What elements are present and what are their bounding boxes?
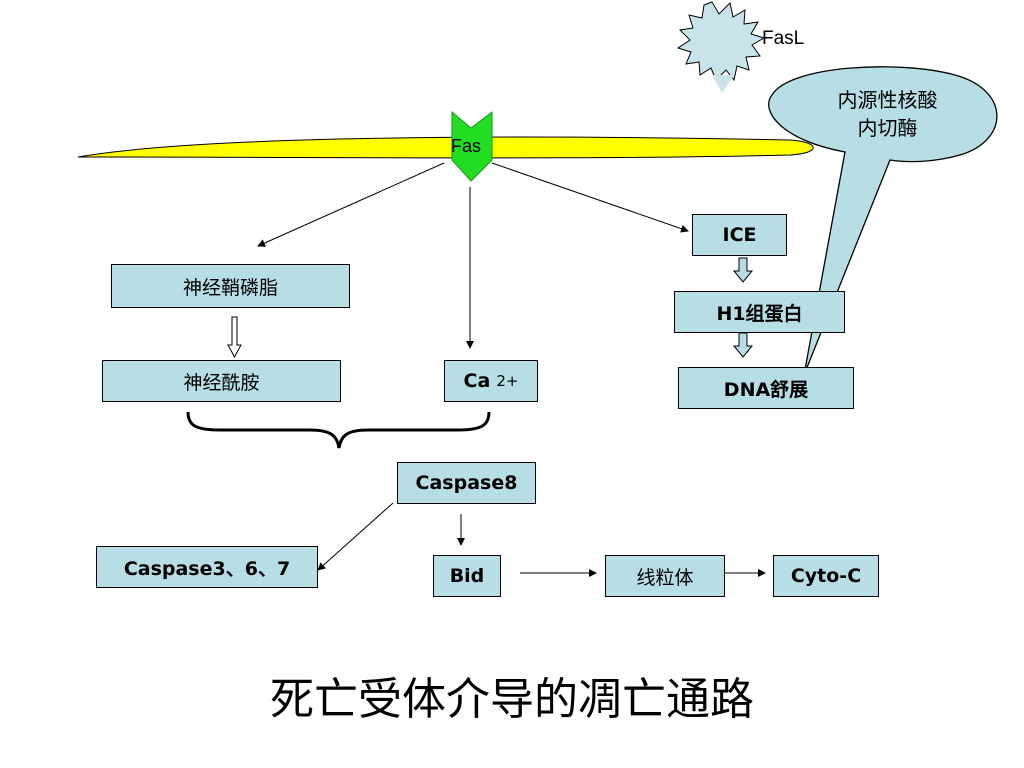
node-cytoc: Cyto-C xyxy=(773,555,879,597)
node-bid: Bid xyxy=(433,555,501,597)
fasl-label: FasL xyxy=(762,28,805,49)
calcium-symbol: Ca xyxy=(463,370,491,392)
node-caspase367: Caspase3、6、7 xyxy=(96,546,318,588)
calcium-charge: 2+ xyxy=(496,372,519,390)
diagram-title: 死亡受体介导的凋亡通路 xyxy=(270,674,754,725)
node-caspase8: Caspase8 xyxy=(397,462,536,504)
node-ceramide: 神经酰胺 xyxy=(102,360,341,402)
callout-text: 内源性核酸 内切酶 xyxy=(780,86,995,142)
callout-line-2: 内切酶 xyxy=(857,116,918,140)
node-sphingomyelin: 神经鞘磷脂 xyxy=(111,264,350,308)
fas-receptor-icon xyxy=(451,110,493,182)
callout-line-1: 内源性核酸 xyxy=(837,88,938,112)
node-calcium: Ca 2+ xyxy=(444,360,538,402)
cell-membrane xyxy=(77,136,814,159)
fasl-ligand-icon xyxy=(676,1,766,82)
h1-label: H1组蛋白 xyxy=(716,302,803,325)
merge-brace xyxy=(186,411,491,449)
node-dna-unwinding: DNA舒展 xyxy=(678,367,854,409)
fasl-stem xyxy=(712,75,734,93)
arrow-h1-to-dna xyxy=(732,332,754,358)
arrow-fas-to-ice xyxy=(491,162,689,233)
node-mitochondria: 线粒体 xyxy=(605,555,725,597)
node-h1-histone: H1组蛋白 xyxy=(674,291,845,333)
dna-label: DNA舒展 xyxy=(723,378,809,401)
arrow-sphingomyelin-to-ceramide xyxy=(227,316,242,359)
fas-label: Fas xyxy=(451,136,482,156)
arrow-ice-to-h1 xyxy=(732,257,754,283)
node-ice: ICE xyxy=(692,214,787,256)
arrow-caspase8-to-caspase367 xyxy=(317,502,394,571)
arrow-fas-to-sphingomyelin xyxy=(257,162,445,247)
